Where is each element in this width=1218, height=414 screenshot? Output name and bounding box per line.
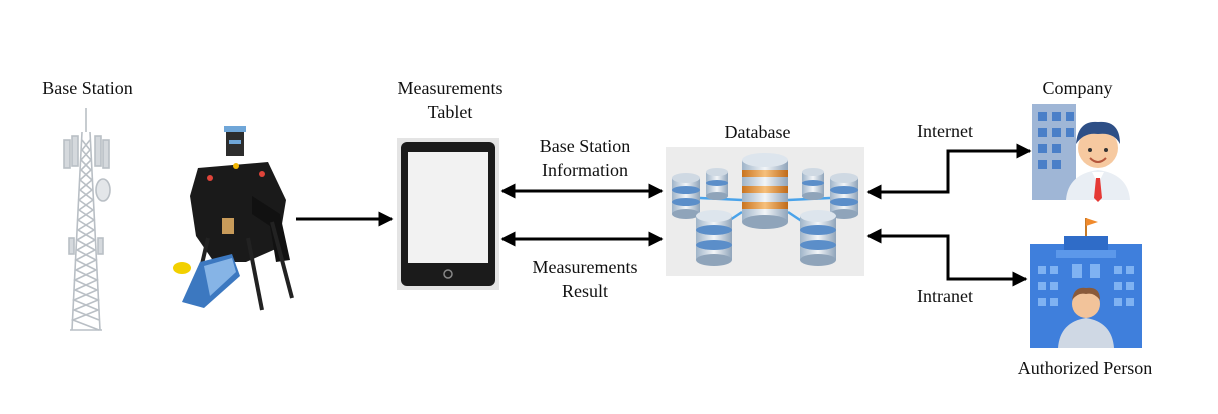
- internet-label: Internet: [917, 121, 973, 141]
- database-cluster-icon: [666, 147, 864, 276]
- bs-info-line2: Information: [542, 160, 628, 180]
- tablet-icon: [397, 138, 499, 290]
- meas-result-line2: Result: [561, 281, 608, 301]
- intranet-label: Intranet: [917, 286, 973, 306]
- base-station-label: Base Station: [42, 78, 133, 98]
- authorized-person-label: Authorized Person: [1017, 358, 1153, 378]
- tablet-label-line2: Tablet: [427, 102, 473, 122]
- intranet-arrow: [866, 228, 1028, 287]
- cell-tower-icon: [63, 108, 111, 331]
- tablet-label-line1: Measurements: [397, 78, 503, 98]
- robot-icon: [173, 126, 294, 311]
- company-label: Company: [1042, 78, 1113, 98]
- database-label: Database: [724, 122, 791, 142]
- bs-info-line1: Base Station: [539, 136, 631, 156]
- government-building-icon: [1030, 218, 1142, 348]
- internet-arrow: [866, 143, 1032, 200]
- company-person-icon: [1032, 104, 1130, 202]
- arrows: [296, 143, 1032, 287]
- meas-result-line1: Measurements: [532, 257, 638, 277]
